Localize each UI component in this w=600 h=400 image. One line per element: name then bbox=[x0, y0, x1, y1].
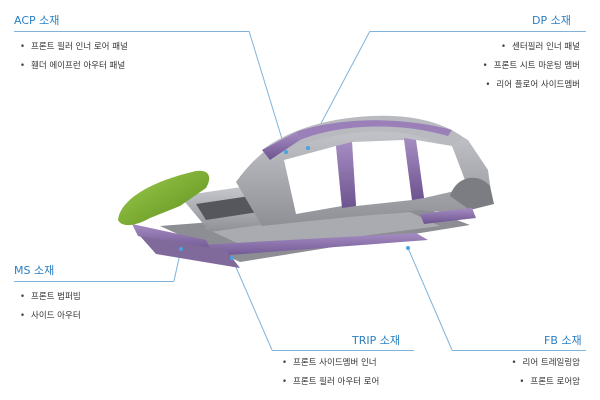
acp-item-1: 프론트 필러 인너 로어 패널 bbox=[20, 38, 128, 57]
rear-wheel-arch bbox=[450, 177, 494, 210]
acp-title: ACP 소재 bbox=[14, 14, 60, 27]
front-subframe bbox=[140, 236, 240, 268]
acp-item-2: 휀더 에이프런 아우터 패널 bbox=[20, 57, 128, 76]
ms-title: MS 소재 bbox=[14, 264, 55, 277]
a-pillar bbox=[262, 132, 300, 160]
trip-leader bbox=[231, 257, 273, 351]
fb-title: FB 소재 bbox=[544, 334, 582, 347]
point-trip bbox=[230, 256, 234, 260]
engine-bay-member bbox=[196, 196, 258, 220]
fb-item-1: 리어 트레일링암 bbox=[512, 354, 580, 373]
ms-item-2: 사이드 아우터 bbox=[20, 307, 81, 326]
ms-item-1: 프론트 범퍼빔 bbox=[20, 288, 81, 307]
roof-rail bbox=[296, 120, 452, 140]
trip-underline bbox=[272, 350, 414, 351]
acp-leader bbox=[248, 30, 287, 153]
acp-list: 프론트 필러 인너 로어 패널 휀더 에이프런 아우터 패널 bbox=[20, 38, 128, 76]
rear-door-opening bbox=[352, 140, 412, 206]
rear-floor-member bbox=[420, 208, 476, 224]
fb-item-2: 프론트 로어암 bbox=[512, 373, 580, 392]
dp-item-1: 센터필러 인너 패널 bbox=[483, 38, 580, 57]
dp-list: 센터필러 인너 패널 프론트 시트 마운팅 멤버 리어 플로어 사이드멤버 bbox=[483, 38, 580, 95]
rear-quarter-opening bbox=[416, 140, 468, 198]
side-sill bbox=[180, 233, 428, 258]
ms-list: 프론트 범퍼빔 사이드 아우터 bbox=[20, 288, 81, 326]
fb-list: 리어 트레일링암 프론트 로어암 bbox=[512, 354, 580, 392]
point-fb bbox=[406, 246, 410, 250]
dp-title: DP 소재 bbox=[532, 14, 571, 27]
dp-underline bbox=[370, 31, 586, 32]
fb-underline bbox=[452, 350, 586, 351]
point-dp bbox=[306, 146, 310, 150]
rear-pillar bbox=[404, 138, 424, 200]
trip-item-2: 프론트 필러 아우터 로어 bbox=[282, 373, 379, 392]
trip-item-1: 프론트 사이드멤버 인너 bbox=[282, 354, 379, 373]
point-ms bbox=[179, 247, 183, 251]
fb-leader bbox=[407, 247, 453, 351]
attachment-points bbox=[179, 146, 410, 260]
acp-underline bbox=[14, 31, 249, 32]
dp-item-3: 리어 플로어 사이드멤버 bbox=[483, 76, 580, 95]
front-door-opening bbox=[284, 146, 342, 214]
trip-title: TRIP 소재 bbox=[352, 334, 400, 347]
ms-underline bbox=[14, 281, 174, 282]
floor-inner bbox=[205, 212, 440, 250]
fender-apron-panel bbox=[118, 170, 210, 226]
trip-list: 프론트 사이드멤버 인너 프론트 필러 아우터 로어 bbox=[282, 354, 379, 392]
center-pillar bbox=[336, 142, 356, 208]
point-acp bbox=[284, 150, 288, 154]
dp-item-2: 프론트 시트 마운팅 멤버 bbox=[483, 57, 580, 76]
